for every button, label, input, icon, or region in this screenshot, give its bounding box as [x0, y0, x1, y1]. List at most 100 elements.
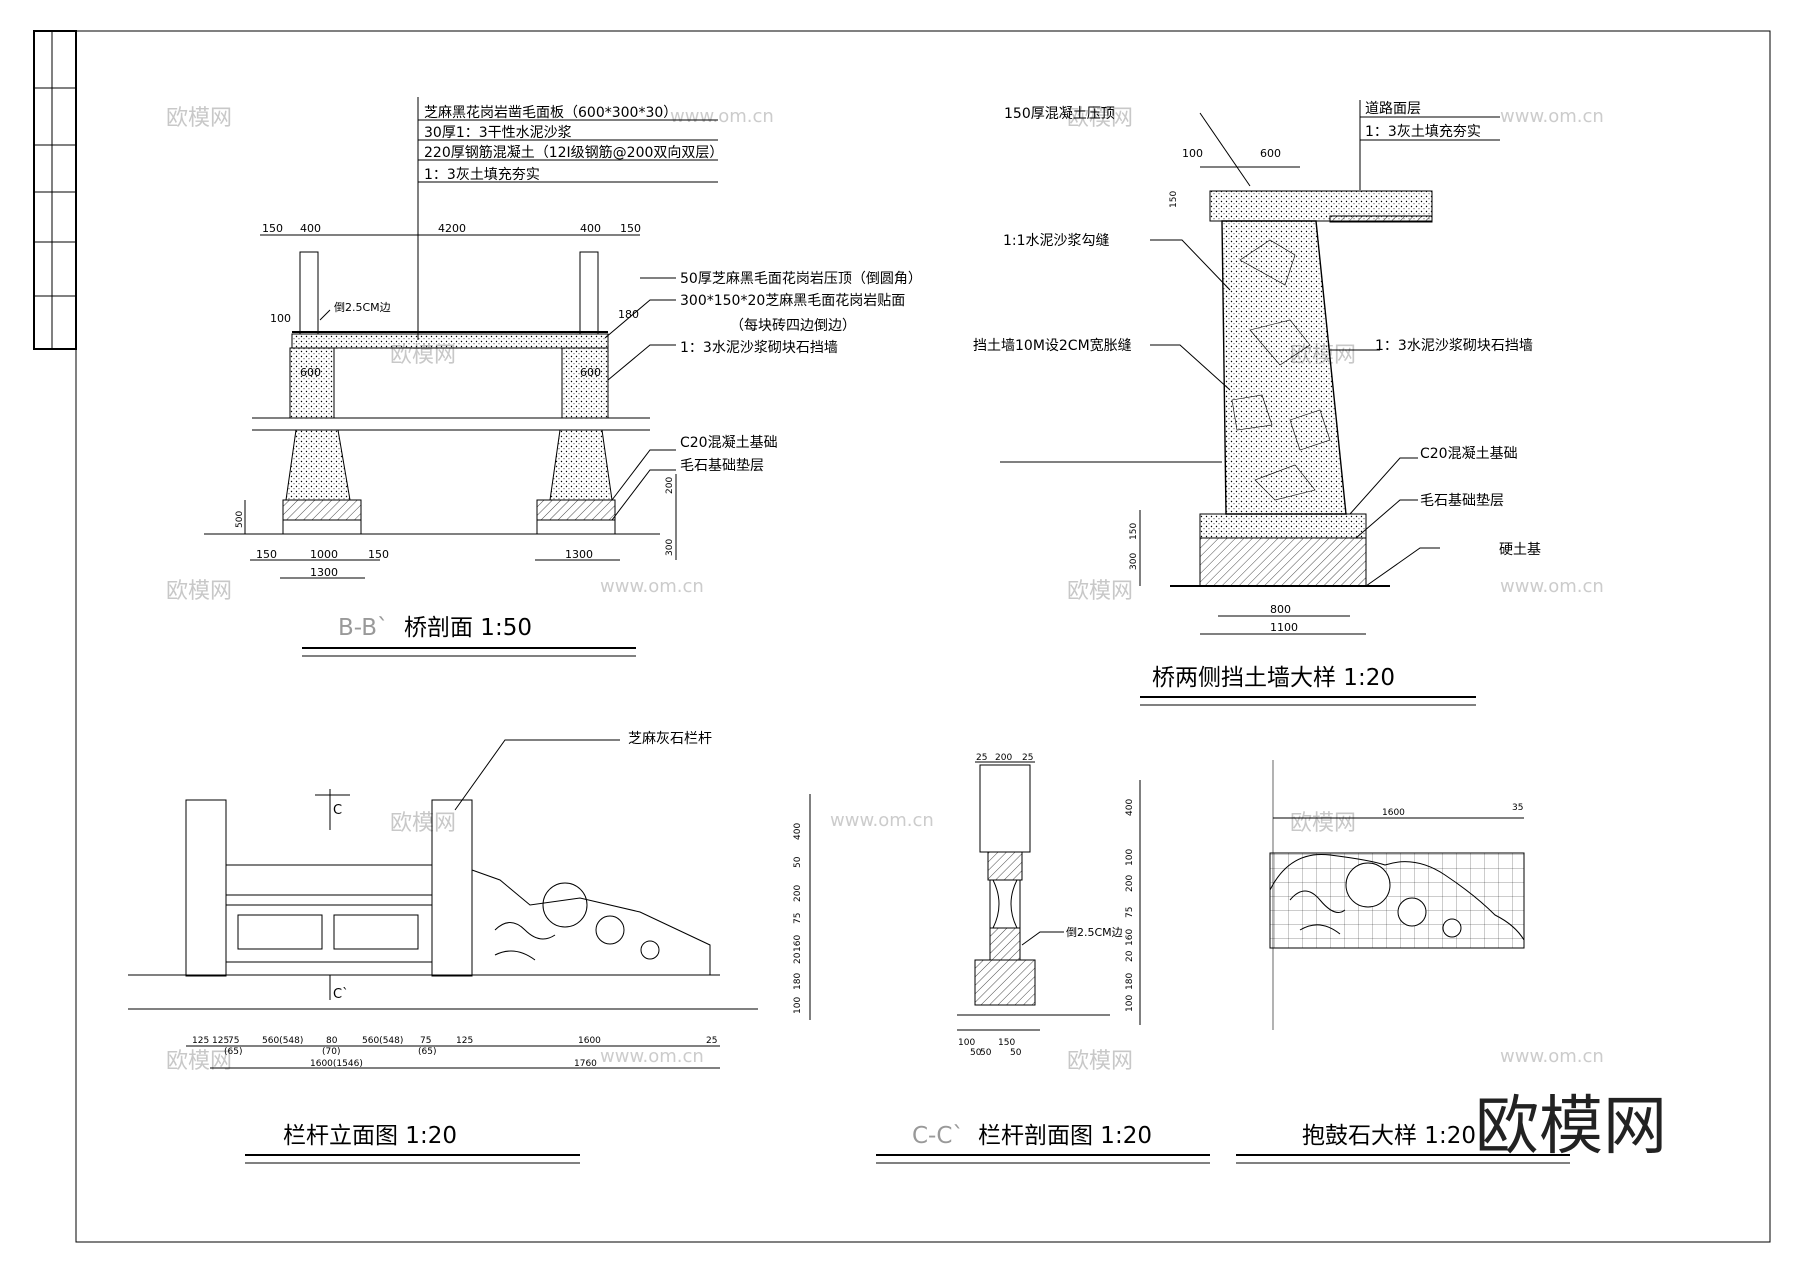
- railing-section-drawing: 倒2.5CM边 25 200 25 100 50 50 150 50 400 1…: [957, 753, 1141, 1058]
- dim-label: 4200: [438, 222, 466, 235]
- dim-label: 50: [793, 856, 803, 868]
- brand-watermark: 欧模网: [1475, 1090, 1667, 1164]
- dim-label: 35: [1512, 803, 1523, 813]
- dim-label: 300: [1129, 553, 1139, 570]
- retaining-wall-drawing: 道路面层 1：3灰土填充夯实 100 600 150 300 150 800 1…: [973, 100, 1541, 635]
- dim-label: 1600: [1382, 808, 1405, 818]
- dim-label: 300: [665, 539, 675, 556]
- callout-coping: 50厚芝麻黑毛面花岗岩压顶（倒圆角）: [680, 271, 922, 287]
- cut-marker-c-prime: C`: [333, 987, 349, 1002]
- watermark-url: www.om.cn: [600, 1046, 704, 1067]
- dim-label: 160: [793, 935, 803, 952]
- callout-facing: 300*150*20芝麻黑毛面花岗岩贴面: [680, 293, 905, 309]
- dim-label: 180: [793, 973, 803, 990]
- dim-label: 125: [192, 1036, 209, 1046]
- dim-label: 200: [1125, 875, 1135, 892]
- dim-label: 560(548): [362, 1036, 403, 1046]
- dim-label: 125: [212, 1036, 229, 1046]
- railing-elevation-title: 栏杆立面图 1:20: [283, 1123, 457, 1149]
- layer-note-3: 220厚钢筋混凝土（12Ⅰ级钢筋@200双向双层）: [424, 144, 723, 161]
- dim-label: 150: [368, 548, 389, 561]
- dim-label: 200: [665, 477, 675, 494]
- watermark-logo: 欧模网: [1067, 106, 1133, 131]
- watermark-logo: 欧模网: [390, 811, 456, 836]
- drum-stone-drawing: 1600 35: [1269, 760, 1525, 1030]
- dim-label: 1300: [565, 548, 593, 561]
- view-titles: B-B` 桥剖面 1:50 桥两侧挡土墙大样 1:20 栏杆立面图 1:20 C…: [245, 615, 1570, 1164]
- dim-label: 75: [420, 1036, 431, 1046]
- callout-chamfer: 倒2.5CM边: [334, 301, 391, 314]
- dim-label: 200: [793, 885, 803, 902]
- callout-chamfer: 倒2.5CM边: [1066, 926, 1123, 939]
- dim-label: 50: [1010, 1048, 1022, 1058]
- callout-expansion: 挡土墙10M设2CM宽胀缝: [973, 337, 1132, 354]
- callout-footing: C20混凝土基础: [1420, 445, 1518, 462]
- dim-label: 400: [1125, 799, 1135, 816]
- callout-wall: 1：3水泥沙浆砌块石挡墙: [680, 340, 838, 356]
- dim-label: 400: [793, 823, 803, 840]
- dim-label: 160: [1125, 929, 1135, 946]
- layer-note-2: 30厚1：3干性水泥沙浆: [424, 125, 572, 141]
- callout-bedding: 毛石基础垫层: [1420, 492, 1504, 509]
- dim-label: (70): [322, 1047, 340, 1057]
- dim-label: (65): [224, 1047, 242, 1057]
- dim-label: 75: [1125, 907, 1135, 918]
- dim-label: 150: [620, 222, 641, 235]
- dim-label: 100: [1182, 147, 1203, 160]
- callout-footing: C20混凝土基础: [680, 434, 778, 451]
- dim-label: 50: [980, 1048, 992, 1058]
- callout-bedding: 毛石基础垫层: [680, 457, 764, 474]
- callout-joint: 1:1水泥沙浆勾缝: [1003, 233, 1110, 249]
- dim-label: 150: [256, 548, 277, 561]
- dim-label: 1600: [578, 1036, 601, 1046]
- dim-label: 20: [793, 952, 803, 964]
- dim-label: 400: [580, 222, 601, 235]
- dim-label: 600: [1260, 147, 1281, 160]
- sheet-border: [75, 30, 1771, 1243]
- callout-soil: 硬土基: [1499, 541, 1541, 558]
- watermark-url: www.om.cn: [1500, 106, 1604, 127]
- dim-label: 560(548): [262, 1036, 303, 1046]
- railing-section-title: 栏杆剖面图 1:20: [978, 1123, 1152, 1149]
- dim-label: 800: [1270, 603, 1291, 616]
- dim-label: 1300: [310, 566, 338, 579]
- callout-wall: 1：3水泥沙浆砌块石挡墙: [1375, 338, 1533, 354]
- watermark-url: www.om.cn: [600, 576, 704, 597]
- dim-label: 100: [1125, 849, 1135, 866]
- dim-label: 1100: [1270, 621, 1298, 634]
- dim-label: 1760: [574, 1059, 597, 1069]
- dim-label: 80: [326, 1036, 338, 1046]
- watermark-url: www.om.cn: [1500, 1046, 1604, 1067]
- cut-marker-c: C: [333, 803, 342, 818]
- watermark-logo: 欧模网: [1067, 1049, 1133, 1074]
- dim-label: 125: [456, 1036, 473, 1046]
- layer-note-1: 芝麻黑花岗岩凿毛面板（600*300*30）: [424, 105, 677, 121]
- dim-label: 25: [976, 753, 987, 763]
- bridge-section-drawing: 芝麻黑花岗岩凿毛面板（600*300*30） 30厚1：3干性水泥沙浆 220厚…: [204, 97, 922, 579]
- dim-label: 20: [1125, 950, 1135, 962]
- retaining-wall-title: 桥两侧挡土墙大样 1:20: [1152, 665, 1395, 691]
- dim-label: 150: [262, 222, 283, 235]
- callout-fill: 1：3灰土填充夯实: [1365, 124, 1481, 140]
- dim-label: 25: [706, 1036, 717, 1046]
- dim-label: 150: [1129, 523, 1139, 540]
- watermark-logo: 欧模网: [166, 579, 232, 604]
- watermark-url: www.om.cn: [670, 106, 774, 127]
- callout-road: 道路面层: [1365, 101, 1421, 117]
- dim-label: 500: [235, 511, 245, 528]
- watermark-logo: 欧模网: [166, 1049, 232, 1074]
- dim-label: 100: [793, 997, 803, 1014]
- layer-note-4: 1：3灰土填充夯实: [424, 167, 540, 183]
- dim-label: 400: [300, 222, 321, 235]
- dim-label: 100: [958, 1038, 975, 1048]
- watermark-url: www.om.cn: [830, 810, 934, 831]
- railing-section-title-prefix: C-C`: [912, 1123, 964, 1149]
- drum-stone-title: 抱鼓石大样 1:20: [1302, 1123, 1476, 1149]
- dim-label: 180: [1125, 973, 1135, 990]
- bridge-section-title: 桥剖面 1:50: [404, 615, 532, 641]
- bridge-section-title-prefix: B-B`: [338, 615, 389, 641]
- dim-label: 100: [270, 312, 291, 325]
- callout-facing-note: （每块砖四边倒边）: [730, 318, 856, 334]
- dim-label: 1000: [310, 548, 338, 561]
